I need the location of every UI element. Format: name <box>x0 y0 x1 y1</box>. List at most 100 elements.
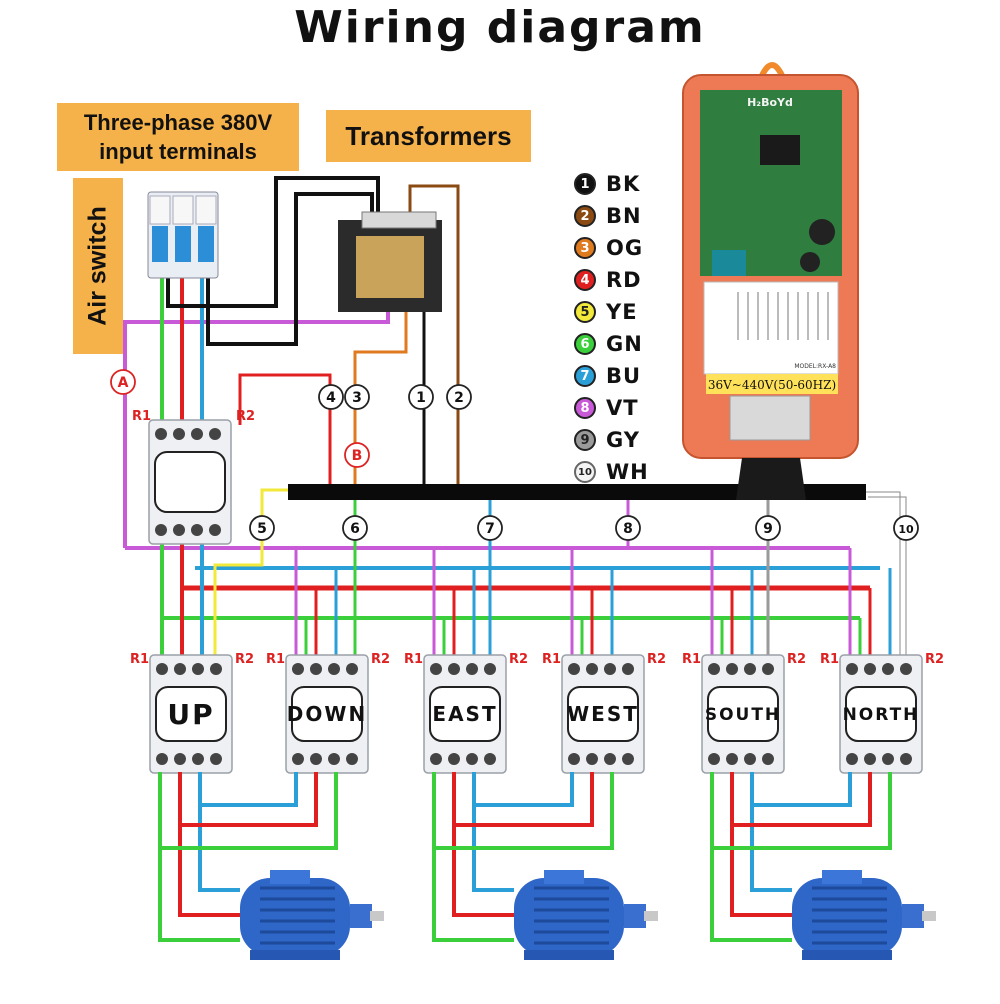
motor-red-wire <box>452 772 514 917</box>
contactor-screw <box>900 753 912 765</box>
receiver-terminal-chart <box>703 281 839 375</box>
wire-number-badge <box>408 384 434 410</box>
cross-blue-wire <box>200 772 298 807</box>
terminal-label-r1: R1 <box>682 652 701 667</box>
contactor-label-plate <box>154 451 226 513</box>
legend-row: 7 BU <box>574 360 649 392</box>
contactor-screw <box>310 753 322 765</box>
contactor-screw <box>346 753 358 765</box>
motor-shaft <box>644 911 658 921</box>
legend-row: 5 YE <box>574 296 649 328</box>
contactor-label-plate <box>845 686 917 742</box>
black-transformer-wire <box>206 192 374 346</box>
legend-code: WH <box>606 460 649 484</box>
point-b-label: B <box>352 448 363 464</box>
transformers-label: Transformers <box>326 110 531 162</box>
air-switch-lever <box>175 226 191 262</box>
contactor-screw <box>192 663 204 675</box>
wire-2-brown <box>408 184 460 490</box>
terminal-label-r2: R2 <box>647 652 666 667</box>
cross-green-wire <box>712 772 892 850</box>
terminal-label-r2: R2 <box>509 652 528 667</box>
cross-red-wire <box>454 772 594 827</box>
contactor-name: EAST <box>432 702 497 726</box>
receiver-capacitor <box>809 219 835 245</box>
motor-terminal-box <box>544 870 584 884</box>
air-switch-terminal <box>149 195 171 225</box>
contactor-screw <box>346 663 358 675</box>
legend-number: 7 <box>574 365 596 387</box>
wire-number: 7 <box>485 521 495 537</box>
wire-number-badge <box>344 384 370 410</box>
wire-number: 8 <box>623 521 633 537</box>
legend-number: 1 <box>574 173 596 195</box>
air-switch-lever <box>198 226 214 262</box>
wire-number-badge <box>477 515 503 541</box>
motor-green-wire <box>710 772 792 942</box>
legend-row: 4 RD <box>574 264 649 296</box>
contactor-screw <box>568 753 580 765</box>
motor-green-wire <box>158 772 240 942</box>
wire-number-badge <box>755 515 781 541</box>
wire-number: 1 <box>416 390 426 406</box>
contactor: DOWN <box>285 654 369 774</box>
contactor: NORTH <box>839 654 923 774</box>
wire-color-legend: 1 BK 2 BN 3 OG 4 RD 5 YE 6 GN 7 BU 8 VT … <box>574 168 649 488</box>
wire-5-yellow <box>213 488 290 665</box>
motor-green-wire <box>432 772 514 942</box>
wire-number-badge <box>249 515 275 541</box>
wire-number: 2 <box>454 390 464 406</box>
receiver-voltage-band <box>706 374 838 394</box>
transformer-coil <box>356 236 424 298</box>
air-switch-terminal <box>172 195 194 225</box>
contactor-screw <box>622 753 634 765</box>
legend-row: 1 BK <box>574 168 649 200</box>
contactor-screw <box>708 663 720 675</box>
contactor: WEST <box>561 654 645 774</box>
contactor-screw <box>762 753 774 765</box>
legend-row: 8 VT <box>574 392 649 424</box>
black-transformer-wire <box>166 176 380 308</box>
contactor-screw <box>586 753 598 765</box>
input-terminals-label: Three-phase 380V input terminals <box>57 103 299 171</box>
cross-green-wire <box>434 772 614 850</box>
terminal-label-r2: R2 <box>235 652 254 667</box>
terminal-label-r2: R2 <box>371 652 390 667</box>
terminal-label-r2: R2 <box>787 652 806 667</box>
contactor-screw <box>882 663 894 675</box>
terminal-label-r1: R1 <box>820 652 839 667</box>
contactor <box>148 419 232 545</box>
contactor-screw <box>604 663 616 675</box>
motor-end-cap <box>350 904 372 928</box>
air-switch-terminal <box>195 195 217 225</box>
motor-2 <box>514 870 658 960</box>
contactor-screw <box>568 663 580 675</box>
wire-4-red <box>238 373 332 490</box>
legend-row: 3 OG <box>574 232 649 264</box>
legend-number: 4 <box>574 269 596 291</box>
legend-row: 9 GY <box>574 424 649 456</box>
contactor-screw <box>210 753 222 765</box>
contactor-screw <box>864 663 876 675</box>
contactor-screw <box>292 663 304 675</box>
contactor-screw <box>310 663 322 675</box>
point-b-badge <box>344 442 370 468</box>
motor-red-wire <box>178 772 240 917</box>
legend-row: 2 BN <box>574 200 649 232</box>
receiver-capacitor <box>800 252 820 272</box>
wire-number-badge <box>318 384 344 410</box>
motor-base <box>524 950 614 960</box>
motor-end-cap <box>624 904 646 928</box>
contactor: UP <box>149 654 233 774</box>
contactor-screw <box>430 663 442 675</box>
contactor-screw <box>744 663 756 675</box>
terminal-label-r1: R1 <box>542 652 561 667</box>
legend-code: BN <box>606 204 642 228</box>
wire-10-white-edge <box>868 496 907 665</box>
contactor-screw <box>174 663 186 675</box>
contactor-label-plate <box>429 686 501 742</box>
point-a-badge <box>110 369 136 395</box>
contactor-screw <box>864 753 876 765</box>
